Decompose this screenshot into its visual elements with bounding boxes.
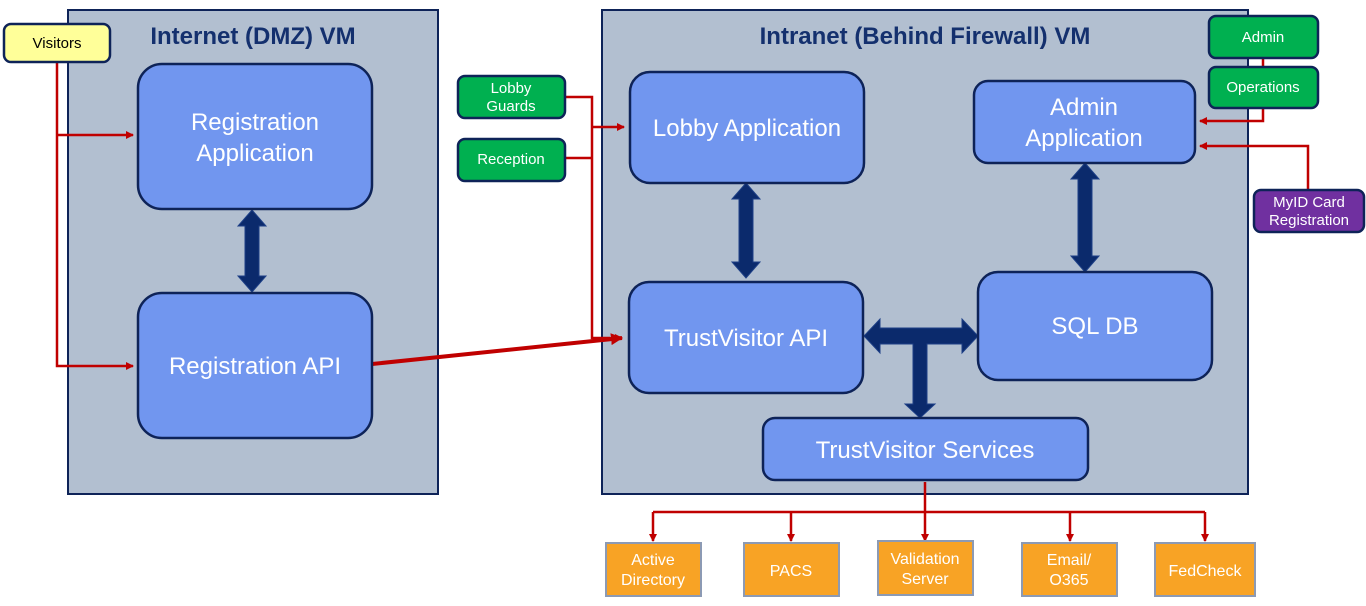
- svg-text:Lobby: Lobby: [491, 80, 532, 97]
- svg-text:Operations: Operations: [1226, 79, 1299, 96]
- svg-text:Application: Application: [1025, 125, 1142, 152]
- svg-text:Registration: Registration: [1269, 212, 1349, 229]
- registration-api[interactable]: Registration API: [136, 291, 374, 440]
- trustvisitor-api[interactable]: TrustVisitor API: [627, 280, 865, 395]
- svg-text:Guards: Guards: [486, 98, 535, 115]
- svg-text:SQL DB: SQL DB: [1051, 313, 1138, 340]
- external-pacs[interactable]: PACS: [743, 542, 840, 597]
- connector-visitors: [55, 62, 134, 370]
- trustvisitor-services[interactable]: TrustVisitor Services: [761, 416, 1090, 482]
- svg-text:Application: Application: [196, 140, 313, 167]
- svg-text:PACS: PACS: [770, 563, 812, 580]
- arrow-tvapi-sqldb-services: [863, 317, 979, 419]
- external-active-directory[interactable]: Active Directory: [605, 542, 702, 597]
- lobby-application[interactable]: Lobby Application: [628, 70, 866, 185]
- sql-db[interactable]: SQL DB: [976, 270, 1214, 382]
- actor-reception[interactable]: Reception: [456, 137, 567, 183]
- connector-guards-reception: [565, 95, 625, 342]
- svg-text:Registration API: Registration API: [169, 353, 341, 380]
- svg-text:Registration: Registration: [191, 109, 319, 136]
- connector-admin-operations: [1199, 58, 1265, 125]
- svg-text:Email/: Email/: [1047, 552, 1092, 569]
- svg-text:O365: O365: [1049, 572, 1088, 589]
- svg-text:Directory: Directory: [621, 572, 685, 589]
- external-fedcheck[interactable]: FedCheck: [1154, 542, 1256, 597]
- intranet-vm-title: Intranet (Behind Firewall) VM: [760, 23, 1091, 50]
- connector-regapi-tvapi: [371, 333, 623, 366]
- actor-myid-card-registration[interactable]: MyID Card Registration: [1252, 188, 1366, 234]
- svg-text:Server: Server: [901, 571, 949, 588]
- actor-operations[interactable]: Operations: [1207, 65, 1320, 110]
- svg-text:Admin: Admin: [1050, 94, 1118, 121]
- svg-text:MyID Card: MyID Card: [1273, 194, 1345, 211]
- actor-admin[interactable]: Admin: [1207, 14, 1320, 60]
- external-validation-server[interactable]: Validation Server: [877, 540, 974, 596]
- admin-application[interactable]: Admin Application: [972, 79, 1197, 165]
- actor-visitors[interactable]: Visitors: [2, 22, 112, 64]
- svg-text:Validation: Validation: [890, 551, 959, 568]
- svg-text:TrustVisitor API: TrustVisitor API: [664, 325, 828, 352]
- svg-text:Active: Active: [631, 552, 675, 569]
- svg-text:FedCheck: FedCheck: [1169, 563, 1243, 580]
- connector-services-externals: [649, 482, 1209, 542]
- connector-myid: [1199, 142, 1310, 190]
- svg-text:TrustVisitor Services: TrustVisitor Services: [816, 437, 1035, 464]
- external-email-o365[interactable]: Email/ O365: [1021, 542, 1118, 597]
- actor-lobby-guards[interactable]: Lobby Guards: [456, 74, 567, 120]
- dmz-vm-title: Internet (DMZ) VM: [150, 23, 355, 50]
- svg-text:Visitors: Visitors: [33, 35, 82, 52]
- svg-text:Lobby Application: Lobby Application: [653, 115, 841, 142]
- svg-text:Reception: Reception: [477, 151, 545, 168]
- arrow-lobbyapp-tvapi: [730, 182, 762, 279]
- svg-text:Admin: Admin: [1242, 29, 1285, 46]
- registration-application[interactable]: Registration Application: [136, 62, 374, 211]
